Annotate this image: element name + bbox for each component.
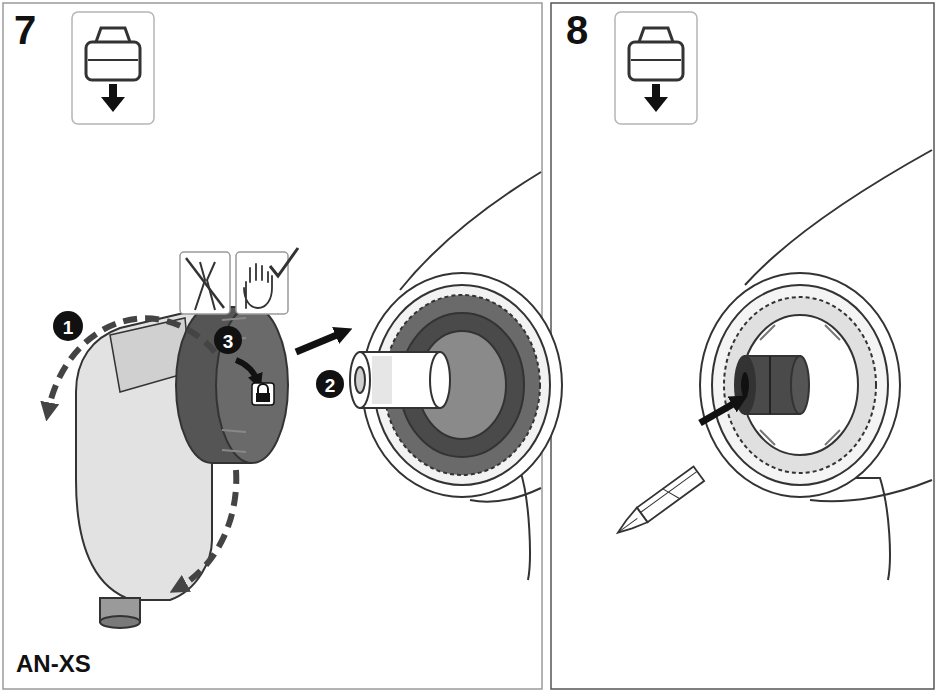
- callout-circle: [214, 326, 242, 354]
- hand-tight-icon: [236, 248, 298, 314]
- callout-number: 3: [223, 332, 234, 351]
- insert-arrow: [700, 400, 740, 423]
- rotation-arrow: [48, 318, 215, 412]
- callout-number: 2: [325, 376, 336, 395]
- rotation-arrow: [178, 470, 236, 588]
- drill-head: [350, 172, 562, 580]
- callout-circle: [53, 311, 83, 341]
- callout-circle: [316, 370, 344, 398]
- battery-icon: [72, 12, 154, 124]
- panel-number: 7: [14, 10, 36, 50]
- push-arrow: [296, 332, 344, 352]
- drill-head: [700, 150, 932, 580]
- callout-number: 1: [63, 318, 74, 337]
- angle-attachment: [76, 307, 288, 628]
- lock-arrow: [236, 360, 258, 382]
- panel-frame: [3, 3, 542, 689]
- screwdriver-bit: [613, 467, 704, 540]
- no-pliers-icon: [180, 252, 230, 314]
- battery-icon: [615, 12, 697, 124]
- model-name: AN-XS: [16, 652, 91, 676]
- lock-icon: [252, 383, 274, 405]
- panel-number: 8: [566, 10, 588, 50]
- panel-frame: [551, 3, 934, 689]
